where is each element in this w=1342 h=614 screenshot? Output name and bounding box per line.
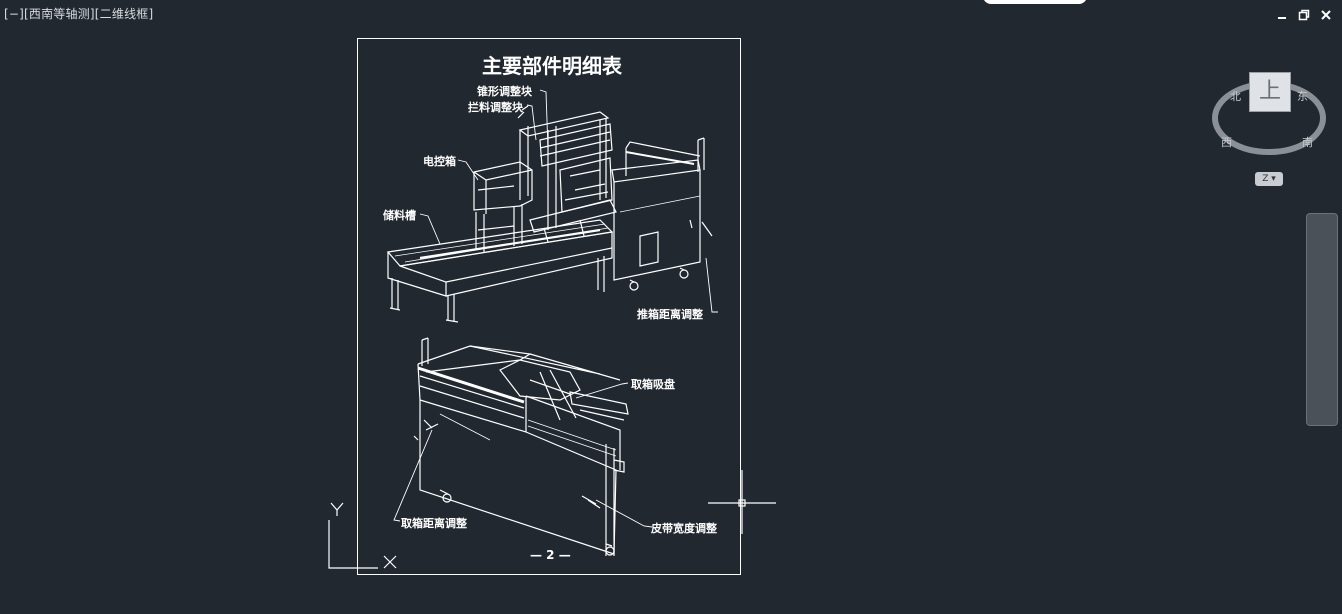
viewport-controls-label[interactable]: [−][西南等轴测][二维线框] [4,7,154,21]
callout-pick-distance: 取箱距离调整 [401,517,467,530]
callout-belt-width: 皮带宽度调整 [651,522,717,535]
lower-machine-view [413,337,629,556]
viewcube-top-face[interactable]: 上 [1249,72,1291,112]
page-number: — 2 — [530,548,571,562]
minimize-icon[interactable] [1276,6,1288,19]
callout-control-box: 电控箱 [423,155,456,168]
viewcube-east[interactable]: 东 [1297,90,1308,103]
viewcube-west[interactable]: 西 [1221,136,1232,149]
callout-leaders [393,89,718,528]
close-icon[interactable] [1320,6,1332,20]
drawing-sheet-border [357,38,741,575]
navigation-bar [1306,213,1338,426]
viewport-window-controls [1276,6,1332,21]
restore-icon[interactable] [1298,6,1310,21]
top-pill [983,0,1087,4]
steering-wheel-button[interactable] [1309,232,1335,258]
callout-cone-adjust: 锥形调整块 [477,85,532,98]
callout-push-distance: 推箱距离调整 [637,308,703,321]
viewcube-south[interactable]: 南 [1302,136,1313,149]
crosshair-cursor [708,470,776,534]
ucs-y-label: Y [333,500,334,501]
callout-stop-adjust: 拦料调整块 [468,101,523,114]
orbit-button[interactable] [1309,340,1335,366]
viewcube-north[interactable]: 北 [1230,90,1241,103]
showmotion-button[interactable] [1309,382,1335,408]
ucs-x-label: X [386,556,387,557]
upper-machine-view [386,105,713,323]
pan-button[interactable] [1309,272,1335,298]
callout-storage-slot: 储料槽 [383,209,416,222]
callout-pick-suction: 取箱吸盘 [631,378,675,391]
ucs-icon [328,502,397,569]
zoom-button[interactable] [1309,304,1335,330]
wcs-menu-button[interactable]: Z ▾ [1255,172,1283,186]
drawing-title: 主要部件明细表 [482,54,622,78]
